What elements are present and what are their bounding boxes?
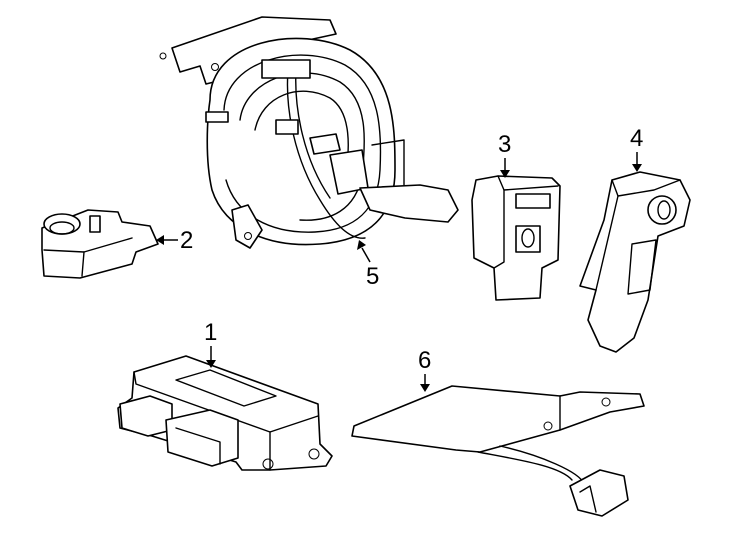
callout-1: 1 xyxy=(204,319,217,368)
clockspring-part[interactable] xyxy=(159,16,459,249)
callout-label-5: 5 xyxy=(366,263,379,290)
callout-label-4: 4 xyxy=(630,125,643,152)
callout-label-1: 1 xyxy=(204,319,217,346)
callout-2: 2 xyxy=(156,227,193,254)
impact-sensor-small-part[interactable] xyxy=(41,209,159,279)
callout-6: 6 xyxy=(418,347,431,392)
module-bracket-part[interactable] xyxy=(351,385,645,517)
airbag-control-module-part[interactable] xyxy=(117,355,333,471)
impact-sensor-part[interactable] xyxy=(471,175,561,301)
callout-3: 3 xyxy=(498,131,511,178)
callout-label-3: 3 xyxy=(498,131,511,158)
callout-5: 5 xyxy=(357,240,379,290)
callout-label-6: 6 xyxy=(418,347,431,374)
side-impact-sensor-part[interactable] xyxy=(579,171,691,353)
callout-4: 4 xyxy=(630,125,643,172)
callout-label-2: 2 xyxy=(180,227,193,254)
